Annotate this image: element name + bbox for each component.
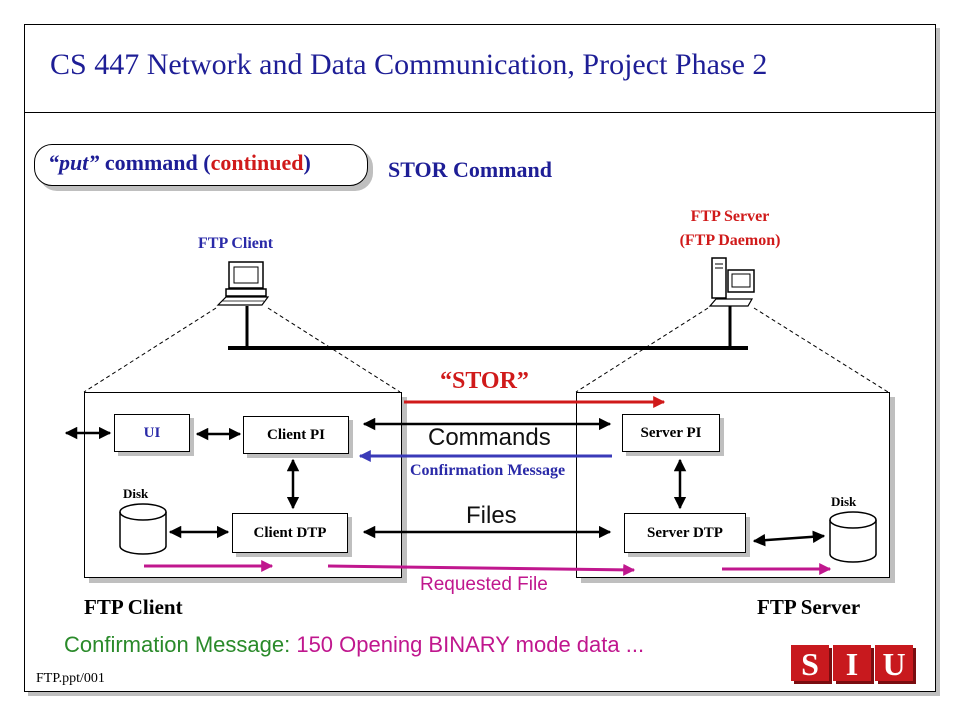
confirmation-line-value: 150 Opening BINARY mode data ... xyxy=(296,632,645,657)
close-paren: ) xyxy=(303,150,311,175)
siu-letter-u: U xyxy=(882,646,905,682)
ftp-server-footer: FTP Server xyxy=(757,595,861,619)
siu-letter-i: I xyxy=(846,646,858,682)
client-dtp-box: Client DTP xyxy=(232,513,348,553)
command-word: command ( xyxy=(99,150,211,175)
slide-id: FTP.ppt/001 xyxy=(36,671,105,686)
ftp-server-host-label-line2: (FTP Daemon) xyxy=(679,232,781,249)
ftp-client-footer: FTP Client xyxy=(84,595,183,619)
stor-command-heading: STOR Command xyxy=(388,157,553,182)
ftp-client-host-label: FTP Client xyxy=(198,235,274,252)
ftp-server-host-label: FTP Server (FTP Daemon) xyxy=(640,205,820,253)
client-computer-icon xyxy=(216,261,270,306)
client-pi-box: Client PI xyxy=(243,416,349,454)
continued-word: continued xyxy=(210,150,304,175)
server-dtp-box: Server DTP xyxy=(624,513,746,553)
siu-logo-u: U xyxy=(875,645,916,684)
server-pi-box: Server PI xyxy=(622,414,720,452)
siu-logo-i: I xyxy=(833,645,874,684)
put-word: “put” xyxy=(48,150,100,175)
siu-logo-s: S xyxy=(791,645,832,684)
stor-label: “STOR” xyxy=(440,368,529,394)
slide-title: CS 447 Network and Data Communication, P… xyxy=(50,48,768,81)
ftp-server-host-label-line1: FTP Server xyxy=(690,208,770,225)
commands-label: Commands xyxy=(428,424,551,451)
server-disk-icon xyxy=(829,511,877,563)
put-command-badge xyxy=(34,144,368,186)
siu-logo: S I U xyxy=(791,645,916,684)
put-command-badge-text: “put” command (continued) xyxy=(48,150,311,176)
requested-file-label: Requested File xyxy=(420,574,548,595)
slide-frame xyxy=(24,24,936,692)
confirmation-line-label: Confirmation Message: xyxy=(64,632,297,657)
client-disk-label: Disk xyxy=(123,486,149,501)
files-label: Files xyxy=(466,502,517,529)
ui-box: UI xyxy=(114,414,190,452)
client-disk-icon xyxy=(119,503,167,555)
siu-letter-s: S xyxy=(801,646,819,682)
server-computer-icon xyxy=(708,257,755,307)
title-divider xyxy=(25,112,935,113)
server-disk-label: Disk xyxy=(831,494,857,509)
confirmation-line: Confirmation Message: 150 Opening BINARY… xyxy=(64,632,644,658)
confirmation-message-label: Confirmation Message xyxy=(410,462,566,479)
